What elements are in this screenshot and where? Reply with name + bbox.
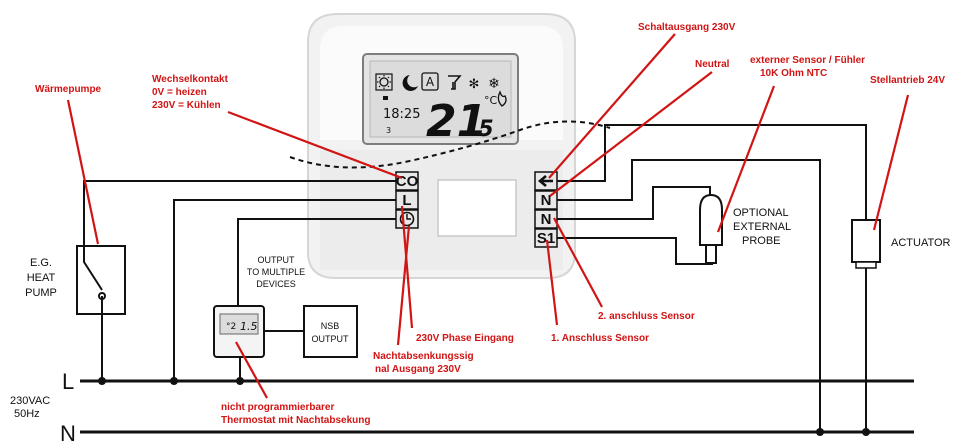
annotation-erster-sensor: 1. Anschluss Sensor [551,333,649,344]
svg-text:TO MULTIPLE: TO MULTIPLE [247,267,305,277]
heat-pump-label-1: E.G. [30,257,52,269]
annotation-schaltausgang: Schaltausgang 230V [638,22,736,33]
annotation-stellantrieb: Stellantrieb 24V [870,75,945,86]
annotation-texts: Wärmepumpe Wechselkontakt 0V = heizen 23… [35,22,945,426]
annotation-waermepumpe: Wärmepumpe [35,84,102,95]
left-terminal-block: CO L [395,171,419,229]
mini-thermostat: °2 1.5 [213,305,265,358]
heat-pump-label-3: PUMP [25,287,57,299]
annotation-zweiter-sensor: 2. anschluss Sensor [598,311,695,322]
svg-text:A: A [426,75,435,89]
probe-label-2: EXTERNAL [733,221,791,233]
external-probe: OPTIONAL EXTERNAL PROBE [699,193,791,264]
lcd-day: 3 [386,126,391,135]
fan-icon: ✻ [469,77,480,92]
output-multiple-devices-label: OUTPUT TO MULTIPLE DEVICES [247,255,305,289]
output-arrow-icon [537,175,553,187]
line-l-label: L [62,369,74,394]
glass-icon [448,75,462,90]
lock-icon [383,96,388,100]
clock-icon [399,211,415,227]
heat-pump-label-2: HEAT [27,272,56,284]
flame-icon [497,90,507,107]
terminal-n1: N [541,192,552,209]
actuator-label: ACTUATOR [891,237,951,249]
thermostat-device [289,13,611,279]
annotation-externer-sensor-2: 10K Ohm NTC [760,68,827,79]
lcd-icons: A ✻ ❄ 18:25 3 21 .5 °C [375,72,507,147]
svg-text:OUTPUT: OUTPUT [258,255,296,265]
annotation-lines [66,33,910,399]
annotation-neutral: Neutral [695,59,730,70]
supply-label-frequency: 50Hz [14,408,40,420]
lcd-temperature: 21 [426,96,487,147]
snowflake-icon: ❄ [488,76,500,92]
mains-lines: L N 230VAC 50Hz [10,369,914,446]
probe-label-3: PROBE [742,235,781,247]
auto-mode-icon: A [421,72,439,91]
lcd-unit: °C [484,94,498,107]
nsb-label: NSB [321,321,340,331]
supply-label-voltage: 230VAC [10,395,50,407]
terminal-co: CO [396,173,419,190]
annotation-wechselkontakt-2: 0V = heizen [152,87,207,98]
svg-text:°2: °2 [226,322,236,332]
annotation-wechselkontakt-3: 230V = Kühlen [152,100,221,111]
sun-icon [375,73,393,91]
terminal-n2: N [541,211,552,228]
nsb-output-box: NSB OUTPUT [303,305,358,358]
terminal-l: L [402,192,411,209]
annotation-nachtabsenkung-1: Nachtabsenkungssig [373,351,474,362]
actuator: ACTUATOR [851,219,951,269]
cover-dashed-line [289,120,611,169]
annotation-phase-eingang: 230V Phase Eingang [416,333,514,344]
centre-window [437,179,517,237]
annotation-wechselkontakt-1: Wechselkontakt [152,74,229,85]
annotation-nicht-programmierbar-2: Thermostat mit Nachtabsekung [221,415,370,426]
svg-text:DEVICES: DEVICES [256,279,296,289]
lcd-temperature-decimal: .5 [470,117,494,142]
probe-label-1: OPTIONAL [733,207,789,219]
svg-text:1.5: 1.5 [240,320,258,333]
line-n-label: N [60,421,76,446]
right-terminal-block: N N S1 [534,171,558,248]
nsb-output-label: OUTPUT [312,334,350,344]
annotation-externer-sensor-1: externer Sensor / Fühler [750,55,865,66]
terminal-s1: S1 [537,230,555,247]
annotation-nachtabsenkung-2: nal Ausgang 230V [375,364,461,375]
lcd-time: 18:25 [383,107,420,122]
heat-pump: E.G. HEAT PUMP [25,245,126,315]
junction-dots [98,377,870,436]
moon-icon [402,75,418,91]
annotation-nicht-programmierbar-1: nicht programmierbarer [221,402,334,413]
